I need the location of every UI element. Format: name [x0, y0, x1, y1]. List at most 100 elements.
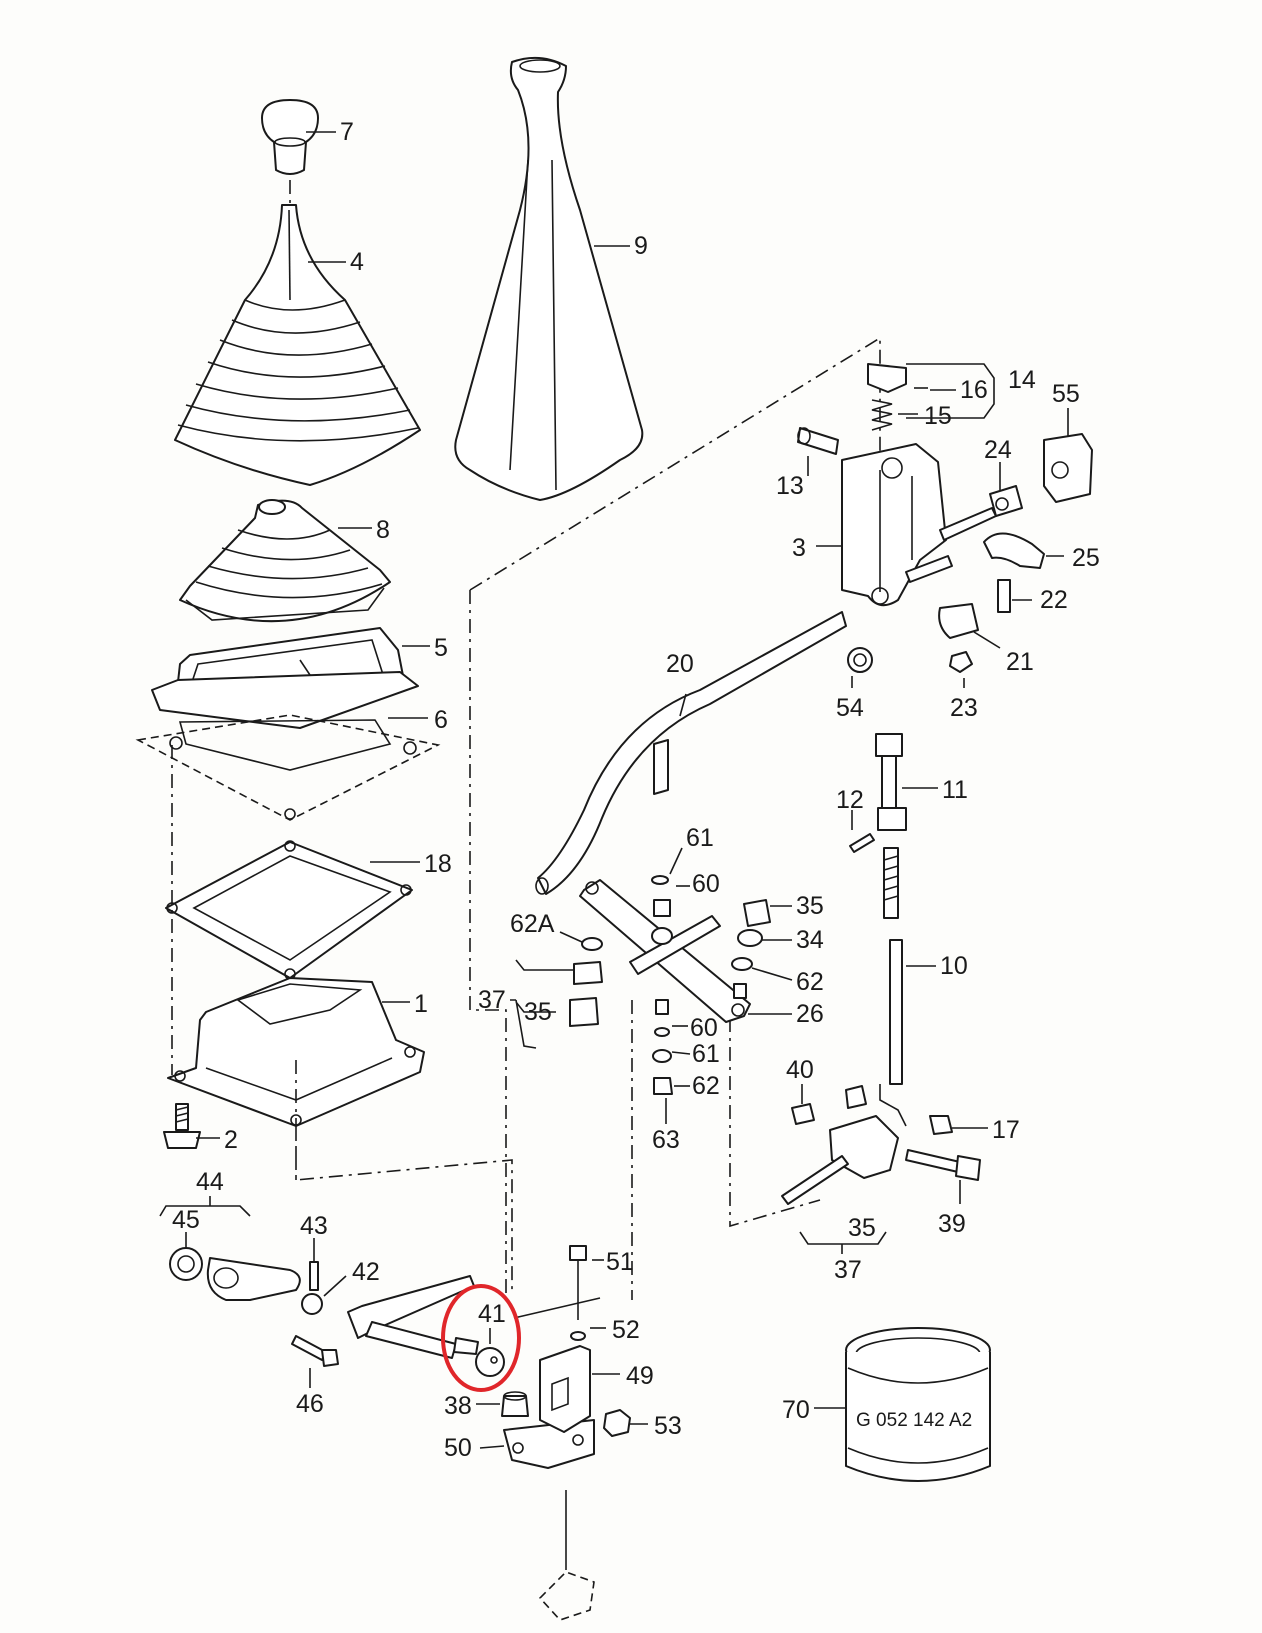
rod-10	[879, 939, 907, 1127]
gear-knob-7	[261, 99, 319, 175]
plate-6	[151, 671, 419, 771]
bracket-40-17	[781, 1085, 981, 1205]
label-50: 50	[444, 1434, 472, 1462]
label-62A: 62A	[510, 910, 555, 938]
rod-assembly	[347, 1275, 601, 1359]
leader-lines	[159, 131, 1069, 1449]
label-16: 16	[960, 376, 988, 404]
label-63: 63	[652, 1126, 680, 1154]
label-55: 55	[1052, 380, 1080, 408]
bolt-22	[997, 579, 1011, 613]
label-44: 44	[196, 1168, 224, 1196]
label-12: 12	[836, 786, 864, 814]
label-14: 14	[1008, 366, 1036, 394]
label-24: 24	[984, 436, 1012, 464]
label-46: 46	[296, 1390, 324, 1418]
nut-53	[603, 1409, 631, 1437]
label-41: 41	[478, 1300, 506, 1328]
bolt-51	[569, 1245, 587, 1320]
label-62-lower: 62	[692, 1072, 720, 1100]
part-labels: 7 4 9 8 5 6 18 1 2 44 45 43 42 46 41 38 …	[172, 118, 1100, 1462]
rod-11	[875, 733, 907, 919]
base-dashed	[538, 1490, 595, 1621]
pin-12	[849, 833, 875, 853]
label-60-upper: 60	[692, 870, 720, 898]
bracket-50	[503, 1419, 595, 1469]
label-61-lower: 61	[692, 1040, 720, 1068]
label-9: 9	[634, 232, 648, 260]
washer-52	[570, 1331, 586, 1341]
label-40: 40	[786, 1056, 814, 1084]
label-4: 4	[350, 248, 364, 276]
ring-54	[847, 647, 873, 673]
ball-socket-41	[475, 1347, 505, 1377]
label-8: 8	[376, 516, 390, 544]
label-20: 20	[666, 650, 694, 678]
label-54: 54	[836, 694, 864, 722]
boot-4	[174, 204, 421, 486]
label-10: 10	[940, 952, 968, 980]
label-53: 53	[654, 1412, 682, 1440]
label-35-upper: 35	[796, 892, 824, 920]
housing-1	[167, 977, 425, 1127]
label-3: 3	[792, 534, 806, 562]
screw-2	[163, 1103, 201, 1149]
bushings-35-34-62	[731, 899, 771, 999]
label-49: 49	[626, 1362, 654, 1390]
clip-25	[983, 532, 1045, 569]
label-17: 17	[992, 1116, 1020, 1144]
label-25: 25	[1072, 544, 1100, 572]
dashed-outline-6	[135, 714, 441, 821]
label-62-upper: 62	[796, 968, 824, 996]
bolt-46	[291, 1335, 339, 1367]
label-52: 52	[612, 1316, 640, 1344]
lever-44	[206, 1257, 301, 1301]
crossbar-26	[579, 879, 751, 1023]
label-51: 51	[606, 1248, 634, 1276]
label-5: 5	[434, 634, 448, 662]
label-35-left: 35	[524, 998, 552, 1026]
label-34: 34	[796, 926, 824, 954]
lever-housing-3	[841, 443, 947, 607]
label-39: 39	[938, 1210, 966, 1238]
cylinder-70	[845, 1327, 991, 1482]
clamp-14	[867, 363, 928, 393]
label-15: 15	[924, 402, 952, 430]
label-13: 13	[776, 472, 804, 500]
pin-43	[309, 1261, 319, 1291]
bushings-center	[651, 875, 673, 1095]
spring-15	[871, 399, 893, 431]
rod-20	[535, 611, 847, 895]
boot-9	[454, 56, 644, 501]
label-26: 26	[796, 1000, 824, 1028]
label-23: 23	[950, 694, 978, 722]
label-21: 21	[1006, 648, 1034, 676]
bracket-55	[1043, 433, 1093, 503]
bush-38	[501, 1391, 529, 1417]
boot-8	[179, 499, 391, 623]
label-43: 43	[300, 1212, 328, 1240]
label-61-upper: 61	[686, 824, 714, 852]
cylinder-70-stamp: G 052 142 A2	[856, 1410, 972, 1431]
label-18: 18	[424, 850, 452, 878]
label-22: 22	[1040, 586, 1068, 614]
label-2: 2	[224, 1126, 238, 1154]
gasket-18	[165, 840, 413, 980]
bushing-24	[989, 485, 1023, 517]
label-6: 6	[434, 706, 448, 734]
highlight-circle-41	[441, 1284, 521, 1392]
label-37-left: 37	[478, 986, 506, 1014]
label-42: 42	[352, 1258, 380, 1286]
label-38: 38	[444, 1392, 472, 1420]
label-1: 1	[414, 990, 428, 1018]
label-60-lower: 60	[690, 1014, 718, 1042]
ball-42	[301, 1293, 323, 1315]
clamp-21	[938, 603, 979, 639]
label-45: 45	[172, 1206, 200, 1234]
pin-13	[797, 427, 839, 455]
label-37-lower: 37	[834, 1256, 862, 1284]
bushing-45	[169, 1247, 203, 1281]
label-7: 7	[340, 118, 354, 146]
